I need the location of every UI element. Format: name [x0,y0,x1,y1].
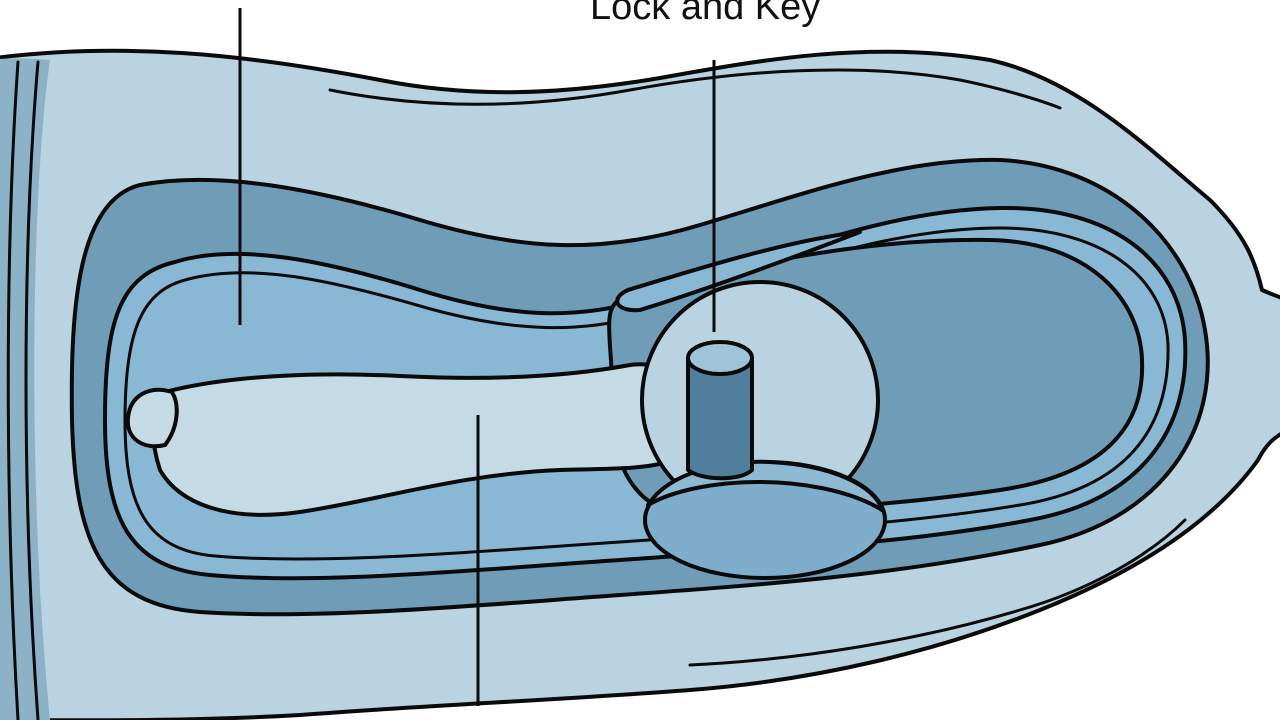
rim-line-1 [6,60,20,720]
post [686,356,754,481]
label-lock-and-key: Lock and Key [590,0,821,28]
rim-line-2 [24,60,40,720]
upper-flap [615,230,862,313]
band-line-inner [123,226,1170,561]
left-knob [125,387,179,449]
lower-lip [688,518,1187,667]
upper-lip [328,68,1062,110]
post-top [686,340,754,376]
